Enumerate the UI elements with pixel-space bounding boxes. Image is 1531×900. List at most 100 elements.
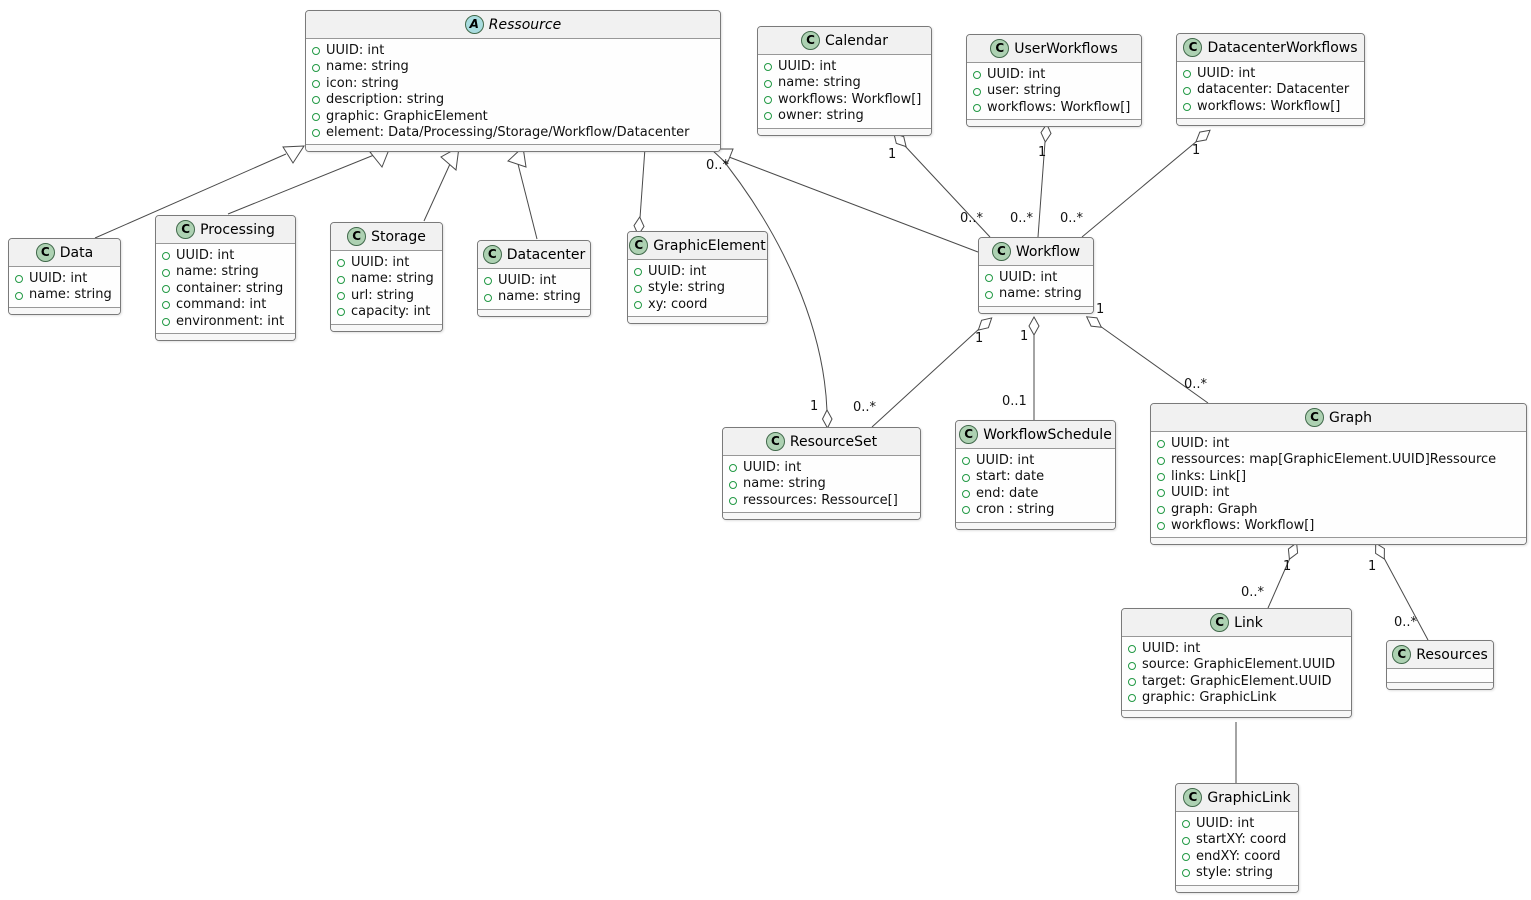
field-visibility-icon (337, 259, 345, 268)
association-line-datacenterworkflows-workflow (1081, 140, 1198, 238)
class-header: C Link (1122, 609, 1351, 637)
class-attribute: start: date (962, 469, 1109, 485)
class-header: A Ressource (306, 11, 720, 39)
attribute-text: container: string (176, 280, 284, 296)
attribute-text: style: string (648, 280, 726, 296)
class-attribute: capacity: int (337, 304, 436, 320)
multiplicity-label: 1 (1368, 559, 1377, 574)
field-visibility-icon (1183, 86, 1191, 95)
field-visibility-icon (1157, 505, 1165, 514)
attribute-text: endXY: coord (1196, 848, 1281, 864)
class-header: C Datacenter (478, 241, 590, 269)
multiplicity-label: 0..* (706, 158, 730, 173)
class-header: C ResourceSet (723, 428, 920, 456)
class-attribute: endXY: coord (1182, 849, 1292, 865)
multiplicity-label: 1 (975, 331, 984, 346)
class-icon: C (1392, 645, 1412, 664)
attribute-text: environment: int (176, 313, 285, 329)
class-attribute: UUID: int (1182, 816, 1292, 832)
attribute-text: UUID: int (976, 453, 1035, 468)
class-attribute: UUID: int (162, 248, 289, 264)
class-title: Ressource (488, 16, 562, 33)
attribute-text: user: string (987, 83, 1061, 99)
class-header: C DatacenterWorkflows (1177, 34, 1364, 62)
multiplicity-label: 0..* (1060, 211, 1084, 226)
class-attribute: cron : string (962, 502, 1109, 518)
attribute-text: style: string (1196, 865, 1274, 881)
attribute-text: UUID: int (326, 43, 385, 58)
attribute-text: links: Link[] (1171, 468, 1247, 484)
class-methods-compartment (967, 120, 1141, 127)
attribute-text: xy: coord (648, 296, 708, 312)
class-methods-compartment (9, 307, 120, 314)
class-header: C WorkflowSchedule (956, 421, 1115, 449)
class-header: C Calendar (758, 27, 931, 55)
field-visibility-icon (484, 293, 492, 302)
class-attribute: owner: string (764, 108, 925, 124)
multiplicity-label: 1 (1038, 145, 1047, 160)
class-title: Graph (1329, 409, 1372, 426)
field-visibility-icon (1157, 489, 1165, 498)
association-line-userworkflows-workflow (1037, 141, 1046, 238)
field-visibility-icon (973, 87, 981, 96)
attribute-text: workflows: Workflow[] (1171, 518, 1315, 534)
association-line-graph-resources (1383, 557, 1429, 641)
field-visibility-icon (1182, 836, 1190, 845)
attribute-text: UUID: int (498, 273, 557, 288)
class-attribute: UUID: int (1128, 641, 1345, 657)
class-attribute: name: string (729, 476, 914, 492)
field-visibility-icon (985, 274, 993, 283)
class-attribute: UUID: int (312, 43, 714, 59)
attribute-text: name: string (176, 264, 259, 280)
class-attribute: UUID: int (1183, 66, 1358, 82)
class-header: C Storage (331, 223, 442, 251)
class-title: Resources (1416, 646, 1488, 663)
multiplicity-label: 1 (1283, 559, 1292, 574)
field-visibility-icon (729, 480, 737, 489)
multiplicity-label: 1 (810, 399, 819, 414)
class-attribute: UUID: int (973, 67, 1135, 83)
generalization-line-processing-ressource (227, 154, 375, 215)
class-attribute: name: string (162, 264, 289, 280)
aggregation-diamond-datacenterworkflows (1195, 129, 1211, 143)
aggregation-diamond-workflow-resourceset (977, 317, 993, 331)
class-methods-compartment (306, 145, 720, 152)
attribute-text: name: string (498, 289, 581, 305)
class-attribute: container: string (162, 281, 289, 297)
class-attribute: ressources: Ressource[] (729, 493, 914, 509)
class-title: Calendar (825, 32, 888, 49)
class-header: C GraphicElement (628, 232, 767, 260)
class-attribute: name: string (484, 289, 584, 305)
generalization-line-datacenter-ressource (517, 163, 538, 240)
field-visibility-icon (484, 277, 492, 286)
attribute-text: graphic: GraphicLink (1142, 690, 1277, 706)
class-icon: C (991, 242, 1011, 261)
class-icon: C (959, 425, 979, 444)
field-visibility-icon (1183, 103, 1191, 112)
class-attribute: UUID: int (764, 59, 925, 75)
field-visibility-icon (312, 112, 320, 121)
class-header: C Graph (1151, 404, 1526, 432)
class-methods-compartment (1176, 885, 1298, 892)
class-attribute: workflows: Workflow[] (1183, 99, 1358, 115)
field-visibility-icon (1128, 661, 1136, 670)
field-visibility-icon (634, 268, 642, 277)
association-curve-ressource-resourceset (713, 148, 828, 412)
field-visibility-icon (1128, 678, 1136, 687)
multiplicity-label: 1 (888, 147, 897, 162)
field-visibility-icon (337, 292, 345, 301)
generalization-line-storage-ressource (423, 163, 451, 222)
